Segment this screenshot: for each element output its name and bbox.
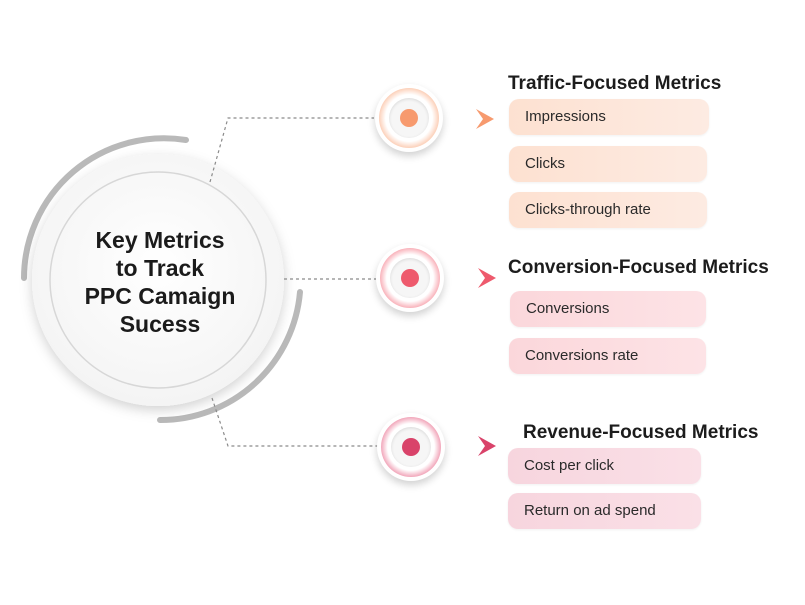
metric-item: Return on ad spend <box>508 493 701 529</box>
metric-item: Clicks-through rate <box>509 192 707 228</box>
traffic-group-title: Traffic-Focused Metrics <box>508 73 722 94</box>
main-circle-inner-ring <box>49 171 267 389</box>
revenue-node-icon <box>377 413 445 481</box>
metric-item: Conversions <box>510 291 706 327</box>
metric-item: Cost per click <box>508 448 701 484</box>
metric-item: Clicks <box>509 146 707 182</box>
center-title-line: PPC Camaign <box>84 283 236 309</box>
outer-arc-upper <box>21 135 189 281</box>
outer-arc-lower <box>157 289 303 424</box>
metric-item: Conversions rate <box>509 338 706 374</box>
connector-traffic <box>209 117 374 183</box>
conversion-node-icon <box>376 244 444 312</box>
conversion-group-title: Conversion-Focused Metrics <box>508 257 769 278</box>
metric-item: Impressions <box>509 99 709 135</box>
center-title-line: to Track <box>115 255 205 281</box>
center-title-line: Key Metrics <box>95 227 225 253</box>
traffic-node-icon <box>375 84 443 152</box>
center-title: Key Metrics to Track PPC Camaign Sucess <box>62 226 258 338</box>
center-title-line: Sucess <box>119 311 201 337</box>
connector-revenue <box>211 397 378 447</box>
main-circle <box>32 154 284 406</box>
revenue-group-title: Revenue-Focused Metrics <box>523 422 759 443</box>
